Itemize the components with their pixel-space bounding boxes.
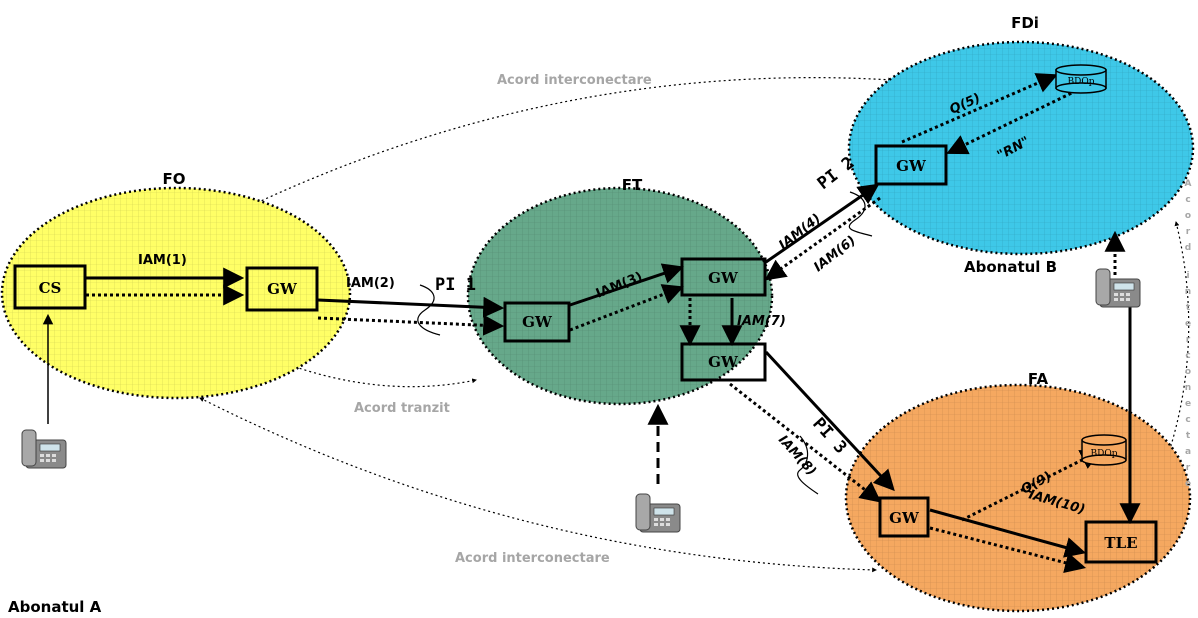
node-fdi-gw: GW xyxy=(874,144,948,186)
msg-pi1: PI 1 xyxy=(435,275,476,295)
svg-text:CS: CS xyxy=(39,279,62,297)
label-subscriber-b: Abonatul B xyxy=(964,258,1057,276)
node-ft-gw-left: GW xyxy=(503,301,571,343)
label-fdi: FDi xyxy=(1011,14,1039,32)
agreement-vertical-letter: t xyxy=(1186,431,1191,441)
agreement-vertical-letter: r xyxy=(1186,335,1191,345)
agreement-vertical-letter: o xyxy=(1185,367,1191,377)
msg-iam2: IAM(2) xyxy=(346,276,395,291)
phone-ft-icon xyxy=(635,493,681,533)
database-fdi-bdop: BDOp xyxy=(1055,64,1107,94)
iam3-line xyxy=(569,263,684,307)
iam4-line xyxy=(765,183,880,264)
network-fo-grid xyxy=(3,189,349,397)
msg-iam8: IAM(8) xyxy=(775,433,819,479)
agreement-bottom-arc xyxy=(199,397,877,573)
node-cs: CS xyxy=(13,264,87,310)
svg-text:GW: GW xyxy=(267,280,298,298)
agreement-top-label: Acord interconectare xyxy=(497,73,652,88)
q5-dotted-line xyxy=(901,73,1058,144)
agreement-top-arc xyxy=(247,77,893,208)
phone-subscriber-b-icon xyxy=(1095,268,1141,308)
svg-text:TLE: TLE xyxy=(1104,534,1137,552)
agreement-transit-arc xyxy=(275,359,477,388)
agreement-transit-label: Acord tranzit xyxy=(354,401,450,416)
label-subscriber-a: Abonatul A xyxy=(8,598,102,616)
node-fa-gw: GW xyxy=(878,496,930,538)
agreement-vertical-letter: n xyxy=(1185,383,1191,393)
iam6-dotted-line xyxy=(764,196,881,281)
msg-iam4: IAM(4) xyxy=(776,211,824,253)
agreement-bottom-label: Acord interconectare xyxy=(455,551,610,566)
agreement-vertical-letter: c xyxy=(1185,351,1190,361)
node-fo-gw: GW xyxy=(245,266,319,312)
agreement-vertical-letter: r xyxy=(1186,227,1191,237)
msg-iam1: IAM(1) xyxy=(138,253,187,268)
network-fdi-grid xyxy=(850,43,1192,253)
phone-subscriber-a-icon xyxy=(21,429,67,469)
svg-text:GW: GW xyxy=(896,157,927,175)
msg-iam7: IAM(7) xyxy=(737,314,786,329)
q9-dotted-line xyxy=(961,450,1102,522)
agreement-vertical-letter: e xyxy=(1185,399,1191,409)
iam2-dotted-line xyxy=(317,314,505,336)
agreement-vertical-letter: t xyxy=(1186,303,1191,313)
label-ft: FT xyxy=(622,176,643,194)
agreement-vertical-letter: A xyxy=(1185,179,1192,189)
agreement-vertical-letter: o xyxy=(1185,211,1191,221)
label-fo: FO xyxy=(163,170,186,188)
node-ft-gw-bottom: GW xyxy=(680,342,767,382)
database-fa-bdop: BDOp xyxy=(1081,434,1127,466)
node-ft-gw-top: GW xyxy=(680,257,767,297)
iam10-line xyxy=(929,508,1087,558)
pi1-marker xyxy=(417,284,441,336)
agreement-vertical-letter: i xyxy=(1186,271,1189,281)
agreement-vertical-letter: n xyxy=(1185,287,1191,297)
agreement-vertical-arc xyxy=(1152,221,1190,497)
svg-text:BDOp: BDOp xyxy=(1091,449,1118,459)
agreement-vertical-letter: e xyxy=(1185,479,1191,489)
iam-ft-fa-line xyxy=(764,350,895,492)
label-fa: FA xyxy=(1028,370,1049,388)
agreement-vertical-letter: e xyxy=(1185,319,1191,329)
pi3-marker xyxy=(797,435,819,495)
iam3-dotted-line xyxy=(569,284,684,332)
agreement-vertical-letter: r xyxy=(1186,463,1191,473)
pi2-marker xyxy=(848,191,873,237)
iam2-line xyxy=(317,296,505,318)
svg-text:GW: GW xyxy=(889,509,920,527)
agreement-vertical-letter: c xyxy=(1185,415,1190,425)
agreement-vertical-letter: c xyxy=(1185,195,1190,205)
iam10-dotted-line xyxy=(929,526,1087,573)
iam8-dotted-line xyxy=(729,382,882,503)
agreement-vertical-letter: d xyxy=(1185,243,1191,253)
rn-dotted-line xyxy=(946,86,1083,155)
svg-text:GW: GW xyxy=(708,269,739,287)
svg-text:GW: GW xyxy=(522,313,553,331)
agreement-vertical-letter: a xyxy=(1185,447,1191,457)
svg-text:BDOp: BDOp xyxy=(1068,77,1095,87)
node-tle: TLE xyxy=(1084,520,1158,564)
svg-text:GW: GW xyxy=(708,353,739,371)
network-ft-grid xyxy=(469,189,771,403)
msg-iam6: IAM(6) xyxy=(811,233,859,275)
